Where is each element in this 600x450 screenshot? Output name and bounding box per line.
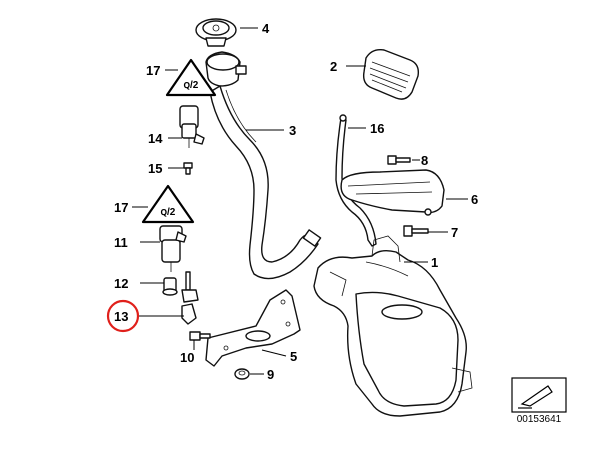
callout-17-lower[interactable]: 17 xyxy=(114,200,128,215)
grommet-part[interactable] xyxy=(234,368,250,380)
callout-16[interactable]: 16 xyxy=(370,121,384,136)
warning-triangle-lower-text: ꞯ/2 xyxy=(161,207,176,218)
screw-part-10[interactable] xyxy=(189,331,211,341)
warning-triangle-upper-text: ꞯ/2 xyxy=(184,80,199,91)
warning-triangle-lower: ꞯ/2 xyxy=(141,184,195,224)
filler-pipe-part[interactable] xyxy=(205,51,322,280)
mounting-bracket-part[interactable] xyxy=(205,289,301,367)
callout-8[interactable]: 8 xyxy=(421,153,428,168)
reservoir-tank-part[interactable] xyxy=(313,235,473,417)
callout-12[interactable]: 12 xyxy=(114,276,128,291)
callout-labels: 4 2 3 16 17 14 15 8 6 7 17 11 1 12 13 10… xyxy=(106,21,478,382)
grommet-part-12[interactable] xyxy=(162,277,178,296)
callout-14[interactable]: 14 xyxy=(148,131,163,146)
bolt-part-8[interactable] xyxy=(387,155,411,165)
warning-triangle-upper: ꞯ/2 xyxy=(165,58,217,97)
screw-part-15[interactable] xyxy=(183,162,193,175)
filler-cap-part[interactable] xyxy=(195,18,237,47)
pump-part-11[interactable] xyxy=(159,225,187,272)
level-sensor-part[interactable] xyxy=(181,271,199,325)
callout-7[interactable]: 7 xyxy=(451,225,458,240)
callout-2[interactable]: 2 xyxy=(330,59,337,74)
leader-lines xyxy=(132,27,468,375)
callout-17-upper[interactable]: 17 xyxy=(146,63,160,78)
callout-4[interactable]: 4 xyxy=(262,21,270,36)
hose-part[interactable] xyxy=(335,114,377,247)
callout-10[interactable]: 10 xyxy=(180,350,194,365)
direction-arrow-icon xyxy=(520,385,553,407)
callout-6[interactable]: 6 xyxy=(471,192,478,207)
reference-box: 00153641 xyxy=(511,377,567,425)
bolt-part-7[interactable] xyxy=(403,225,429,237)
callout-13[interactable]: 13 xyxy=(114,309,128,324)
callout-15[interactable]: 15 xyxy=(148,161,162,176)
callout-5[interactable]: 5 xyxy=(290,349,297,364)
callout-11[interactable]: 11 xyxy=(114,235,128,250)
callout-9[interactable]: 9 xyxy=(267,367,274,382)
pump-part-14[interactable] xyxy=(179,105,205,148)
bracket-part[interactable] xyxy=(340,169,445,216)
pad-part[interactable] xyxy=(362,48,420,100)
highlight-circle-13 xyxy=(106,299,140,333)
reference-number: 00153641 xyxy=(517,414,562,425)
callout-3[interactable]: 3 xyxy=(289,123,296,138)
callout-1[interactable]: 1 xyxy=(431,255,438,270)
